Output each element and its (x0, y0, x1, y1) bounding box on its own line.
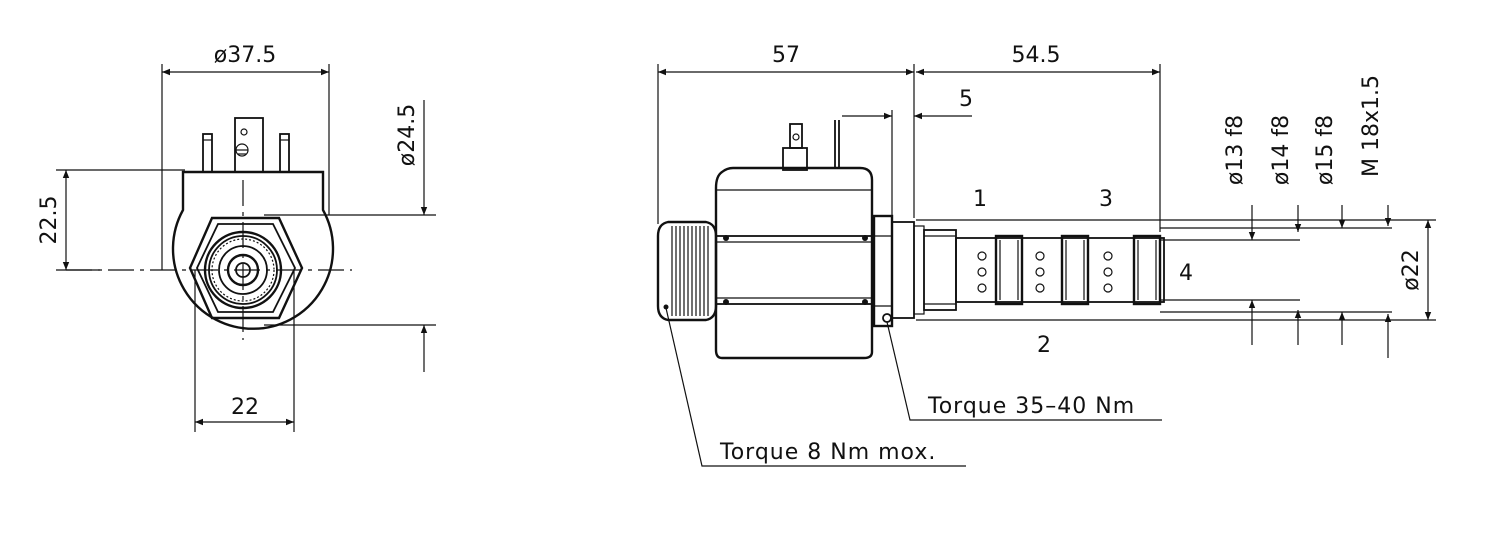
cartridge-spool (955, 234, 1165, 306)
dim-thread: M 18x1.5 (1359, 75, 1384, 177)
side-view (656, 120, 1436, 360)
dim-front-width: 22 (231, 395, 259, 420)
port-label-2: 2 (1037, 333, 1051, 358)
dim-side-flange: 5 (959, 87, 973, 112)
dim-side-cartridge-length: 54.5 (1012, 43, 1061, 68)
note-torque-nut: Torque 35–40 Nm (927, 394, 1135, 419)
front-dimensions: ø37.5 22.5 ø24.5 22 (37, 43, 436, 432)
port-label-4: 4 (1179, 261, 1193, 286)
port-labels: 1 3 4 2 (973, 187, 1193, 358)
armature-tube (715, 235, 875, 305)
side-dimensions: 57 54.5 5 ø13 f8 ø14 f8 ø15 f8 M 18x1.5 … (657, 43, 1432, 358)
dim-front-thread-dia: ø24.5 (395, 104, 420, 166)
dim-side-body-length: 57 (772, 43, 800, 68)
dim-dia-22: ø22 (1399, 249, 1424, 290)
coil-body (714, 166, 874, 360)
front-terminals (202, 117, 290, 173)
dim-dia-14: ø14 f8 (1269, 115, 1294, 185)
threaded-portion (923, 229, 957, 311)
note-torque-knob: Torque 8 Nm mox. (719, 440, 936, 465)
dim-dia-15: ø15 f8 (1313, 115, 1338, 185)
torque-callouts: Torque 35–40 Nm Torque 8 Nm mox. (665, 307, 1162, 467)
dim-front-diameter: ø37.5 (214, 43, 276, 68)
dim-dia-13: ø13 f8 (1223, 115, 1248, 185)
dim-front-height-offset: 22.5 (37, 196, 62, 245)
knurled-knob (656, 220, 718, 322)
port-label-1: 1 (973, 187, 987, 212)
front-view (66, 117, 352, 340)
side-terminals (782, 120, 840, 171)
hex-nut (188, 216, 304, 320)
port-label-3: 3 (1099, 187, 1113, 212)
coil-housing-outline (171, 170, 335, 330)
side-hex-nut (872, 214, 925, 328)
